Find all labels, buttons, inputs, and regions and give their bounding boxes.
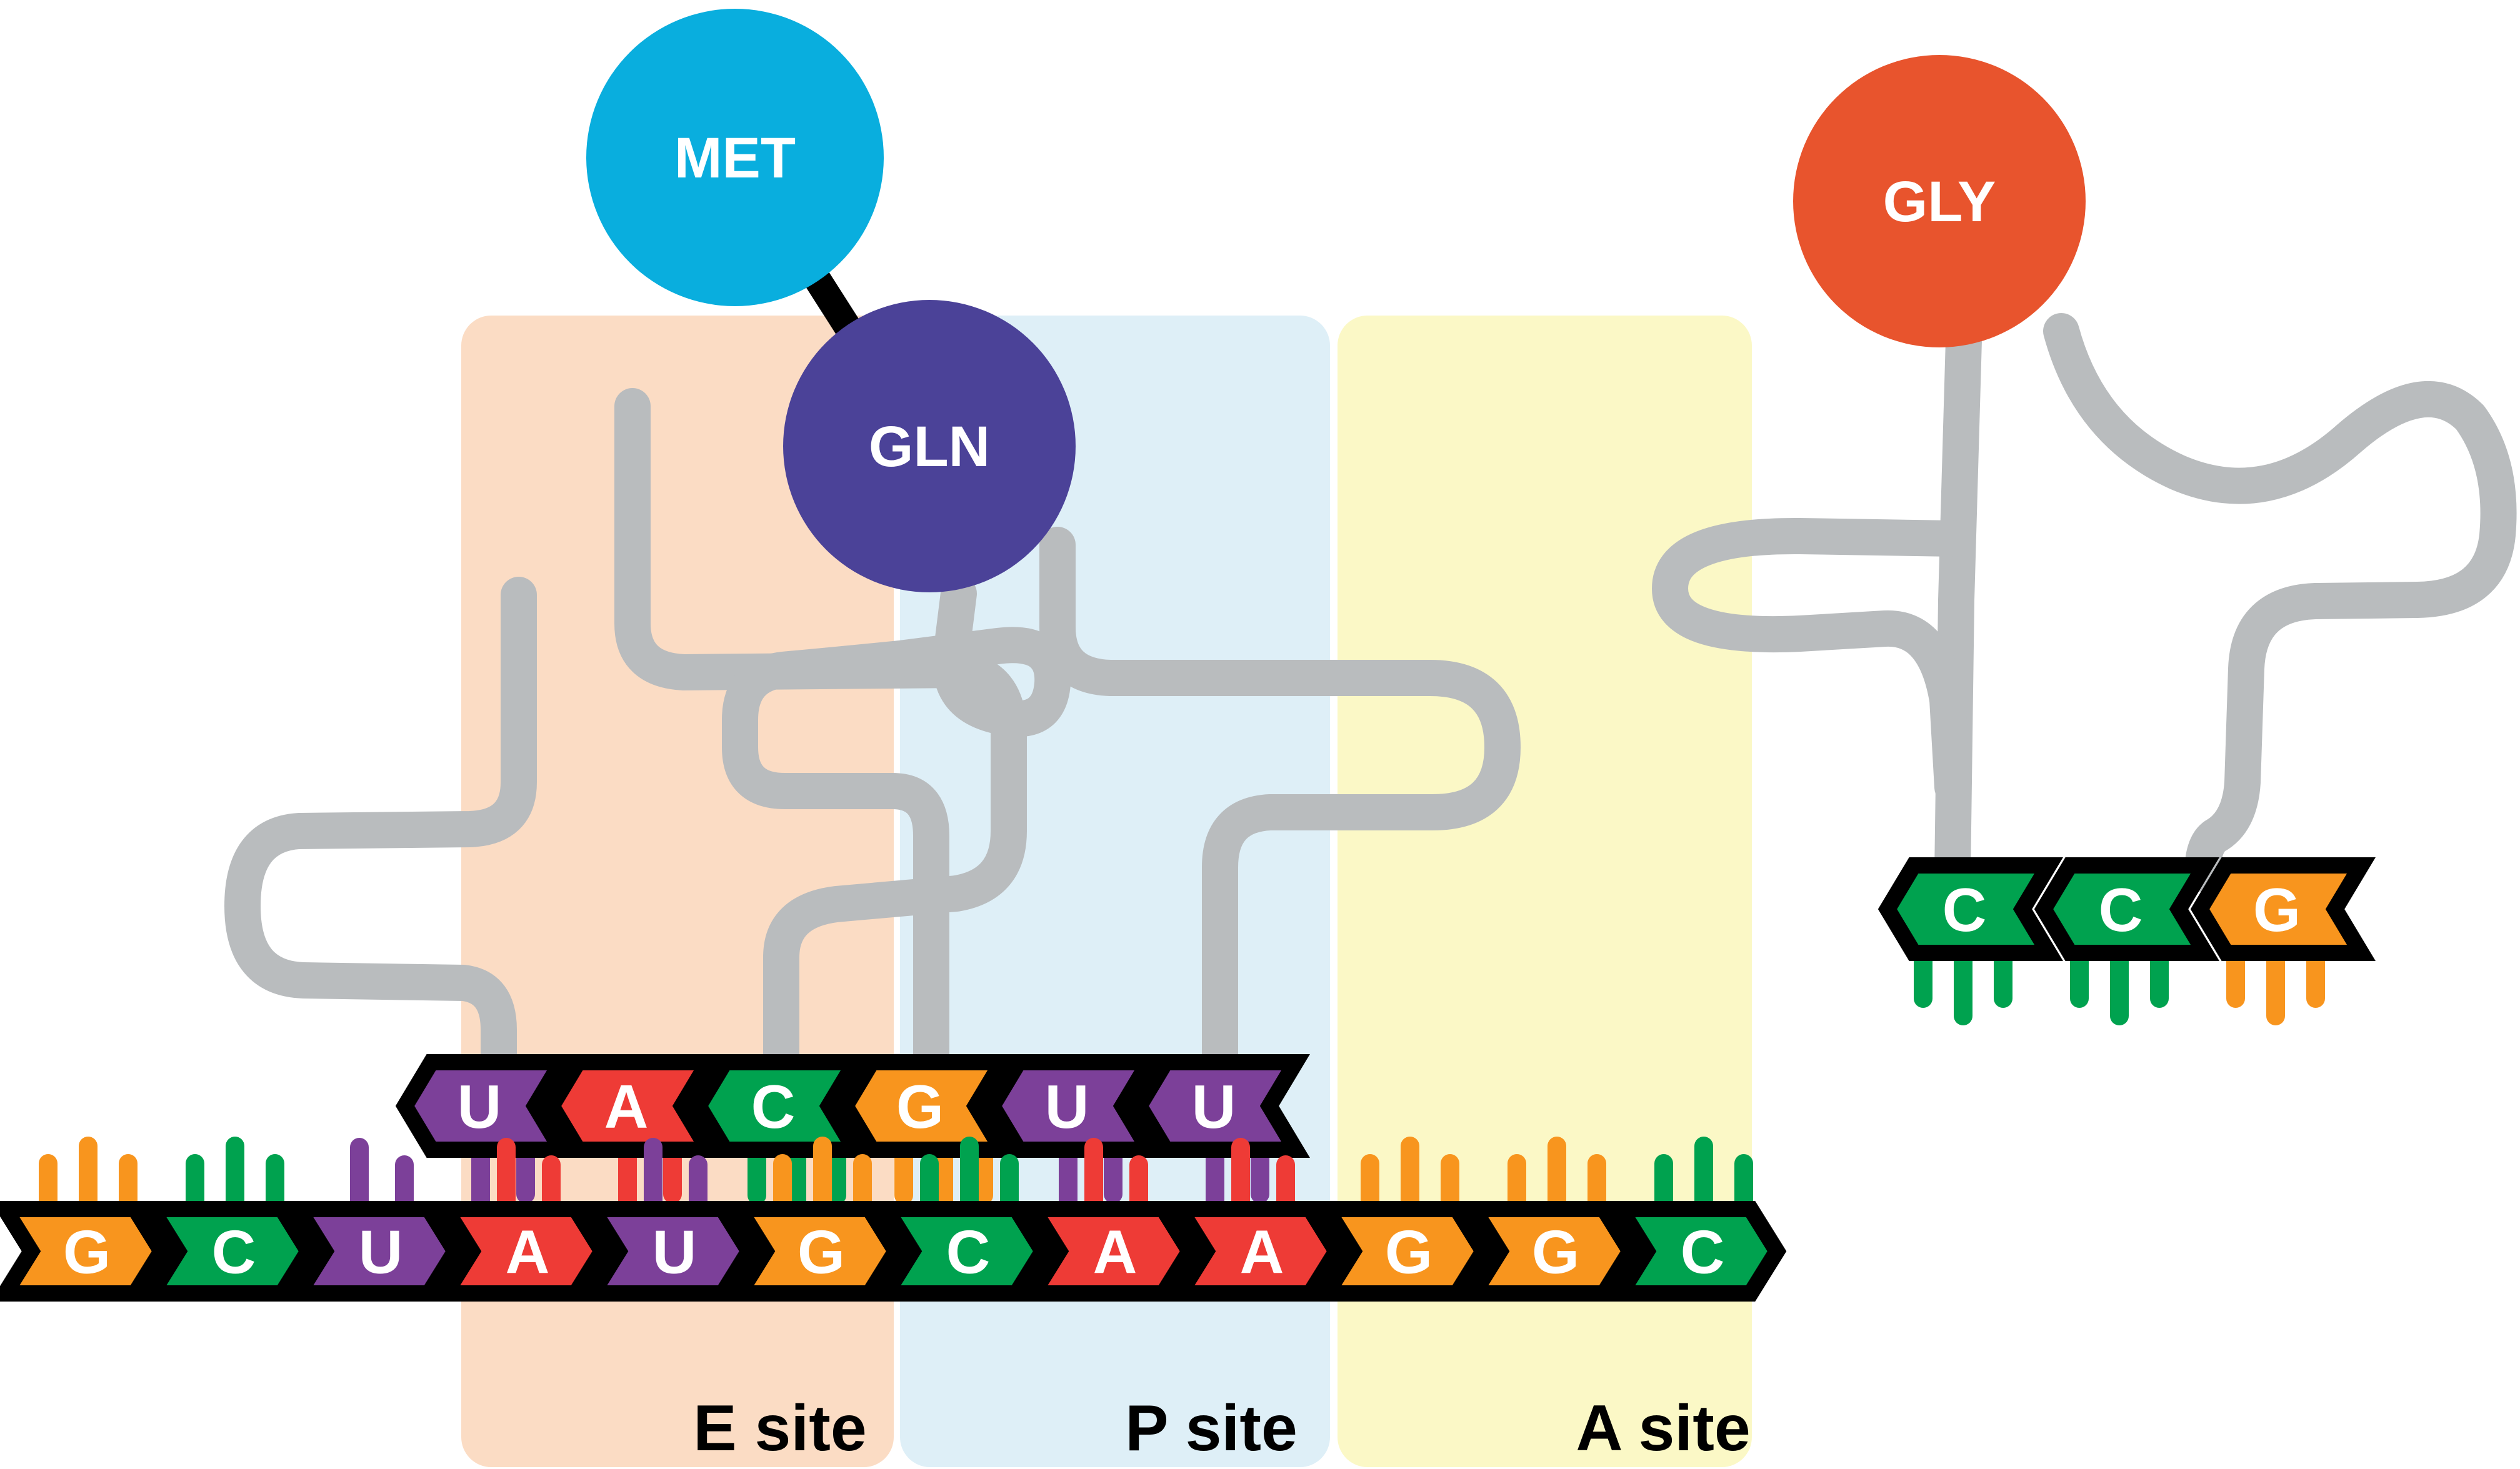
- nucleotide-letter-5: U: [1045, 1072, 1089, 1141]
- site-label-p: P site: [1125, 1392, 1298, 1465]
- nucleotide-G-10: [1312, 1201, 1493, 1302]
- nucleotide-C-3: [689, 1054, 869, 1158]
- nucleotide-letter-1: G: [63, 1218, 111, 1287]
- amino-acid-gln: [783, 300, 1076, 592]
- nucleotide-letter-7: C: [946, 1218, 991, 1287]
- trna-backbone-p-main-loop: [1039, 527, 1521, 1088]
- trna-backbone-p-small-loop: [722, 575, 1071, 1088]
- nucleotide-C-1: [1878, 857, 2063, 961]
- nucleotide-letter-2: C: [2099, 875, 2143, 944]
- nucleotide-C-2: [2034, 857, 2219, 961]
- amino-acids: MET GLN GLY: [586, 9, 2086, 592]
- nucleotide-G-11: [1459, 1201, 1640, 1302]
- trna-backbones: [224, 313, 2517, 1088]
- nucleotide-U-3: [284, 1201, 465, 1302]
- nucleotide-U-1: [395, 1054, 576, 1158]
- nucleotide-G-1: [0, 1201, 171, 1302]
- nucleotide-letter-6: U: [1192, 1072, 1236, 1141]
- nucleotide-letter-6: G: [798, 1218, 845, 1287]
- trna-backbone-e-acceptor-arm: [614, 388, 1027, 1088]
- nucleotide-arrows: [0, 1201, 1787, 1302]
- amino-acid-gln-label: GLN: [869, 415, 990, 479]
- trna-backbone-gly-right-arm: [2043, 313, 2517, 892]
- nucleotide-A-4: [431, 1201, 612, 1302]
- nucleotide-U-5: [982, 1054, 1163, 1158]
- trna-backbone-e-left-arm: [224, 577, 537, 1088]
- nucleotide-letter-11: G: [1532, 1218, 1579, 1287]
- nucleotide-letter-5: U: [652, 1218, 697, 1287]
- nucleotide-A-2: [542, 1054, 722, 1158]
- nucleotide-A-8: [1018, 1201, 1199, 1302]
- nucleotide-letter-3: C: [751, 1072, 796, 1141]
- amino-acid-met: [586, 9, 884, 306]
- nucleotide-arrows: [395, 1054, 1310, 1158]
- nucleotide-letter-4: G: [896, 1072, 944, 1141]
- nucleotide-letter-2: A: [604, 1072, 649, 1141]
- amino-acid-met-label: MET: [674, 126, 796, 190]
- nucleotide-letter-8: A: [1093, 1218, 1138, 1287]
- nucleotide-arrows: [1878, 857, 2376, 961]
- trna-backbone-gly-loop-arm: [1652, 517, 1973, 805]
- site-label-a: A site: [1576, 1392, 1750, 1465]
- nucleotide-letter-1: U: [458, 1072, 502, 1141]
- amino-acid-gly: [1793, 55, 2086, 347]
- nucleotide-U-6: [1129, 1054, 1310, 1158]
- nucleotide-G-3: [2190, 857, 2376, 961]
- nucleotide-letter-12: C: [1681, 1218, 1725, 1287]
- site-labels: E site P site A site: [693, 1392, 1750, 1465]
- nucleotide-letter-9: A: [1240, 1218, 1284, 1287]
- nucleotide-C-7: [871, 1201, 1052, 1302]
- nucleotide-letter-2: C: [212, 1218, 256, 1287]
- nucleotide-C-2: [137, 1201, 318, 1302]
- site-label-e: E site: [693, 1392, 866, 1465]
- nucleotide-G-4: [836, 1054, 1016, 1158]
- nucleotide-C-12: [1606, 1201, 1787, 1302]
- nucleotide-G-6: [724, 1201, 906, 1302]
- nucleotide-letter-10: G: [1385, 1218, 1432, 1287]
- amino-acid-gly-label: GLY: [1883, 170, 1996, 234]
- nucleotide-letter-4: A: [506, 1218, 550, 1287]
- nucleotide-letter-3: U: [359, 1218, 403, 1287]
- nucleotide-U-5: [578, 1201, 759, 1302]
- nucleotide-letter-1: C: [1942, 875, 1987, 944]
- nucleotide-letter-3: G: [2253, 875, 2301, 944]
- nucleotide-A-9: [1165, 1201, 1346, 1302]
